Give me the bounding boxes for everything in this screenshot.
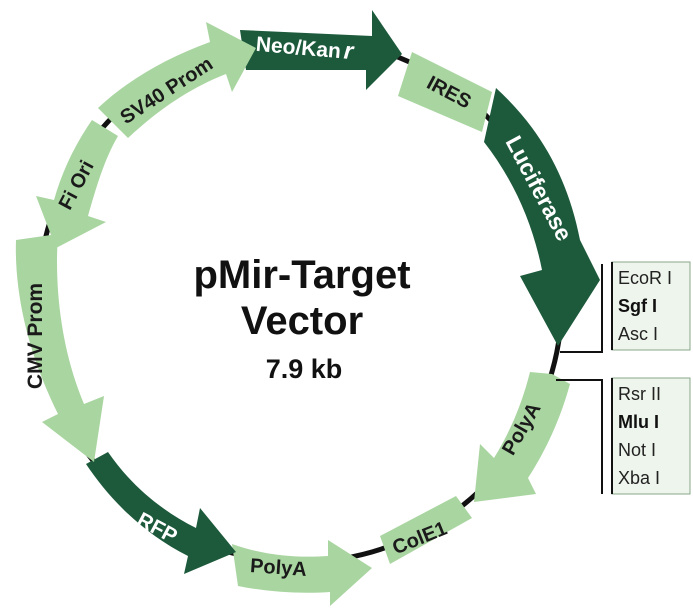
ires-arrow bbox=[398, 52, 492, 132]
site-rsr2: Rsr II bbox=[618, 384, 661, 404]
cole1-arrow bbox=[380, 496, 472, 564]
rfp-arrow bbox=[86, 452, 236, 574]
cmv-prom-label: CMV Prom bbox=[24, 283, 47, 389]
vector-name: pMir-Target bbox=[193, 253, 410, 297]
polya-bottom-label: PolyA bbox=[249, 555, 307, 581]
sites-bottom-leader bbox=[556, 379, 603, 494]
feature-rfp: RFP bbox=[86, 452, 236, 574]
site-not1: Not I bbox=[618, 440, 656, 460]
fi-ori-arrow bbox=[36, 120, 118, 248]
site-sgf1: Sgf I bbox=[618, 296, 657, 316]
site-xba1: Xba I bbox=[618, 468, 660, 488]
site-mlu1: Mlu I bbox=[618, 412, 659, 432]
sites-top-callout: EcoR I Sgf I Asc I bbox=[560, 261, 691, 353]
feature-fi-ori: Fi Ori bbox=[36, 120, 118, 248]
luciferase-arrow bbox=[484, 88, 600, 346]
sites-bottom-callout: Rsr II Mlu I Not I Xba I bbox=[556, 377, 691, 495]
feature-cole1: ColE1 bbox=[380, 496, 472, 564]
vector-size: 7.9 kb bbox=[266, 354, 343, 384]
feature-ires: IRES bbox=[398, 52, 492, 132]
site-asc1: Asc I bbox=[618, 324, 658, 344]
feature-polya-bottom: PolyA bbox=[232, 540, 372, 606]
sv40-prom-arrow bbox=[98, 22, 256, 138]
polya-bottom-arrow bbox=[232, 540, 372, 606]
vector-subtitle: Vector bbox=[241, 299, 363, 343]
sites-bottom-box bbox=[611, 377, 691, 495]
feature-luciferase: Luciferase bbox=[484, 88, 600, 346]
site-ecor1: EcoR I bbox=[618, 268, 672, 288]
feature-polya-right: PolyA bbox=[474, 372, 570, 502]
sites-top-leader bbox=[560, 264, 603, 353]
feature-neo-kan: Neo/Kanr bbox=[240, 10, 402, 90]
feature-sv40-prom: SV40 Prom bbox=[98, 22, 256, 138]
polya-right-arrow bbox=[474, 372, 570, 502]
feature-cmv-prom: CMV Prom bbox=[15, 234, 104, 462]
cmv-prom-arrow bbox=[15, 234, 104, 462]
neo-kan-arrow bbox=[240, 10, 402, 90]
